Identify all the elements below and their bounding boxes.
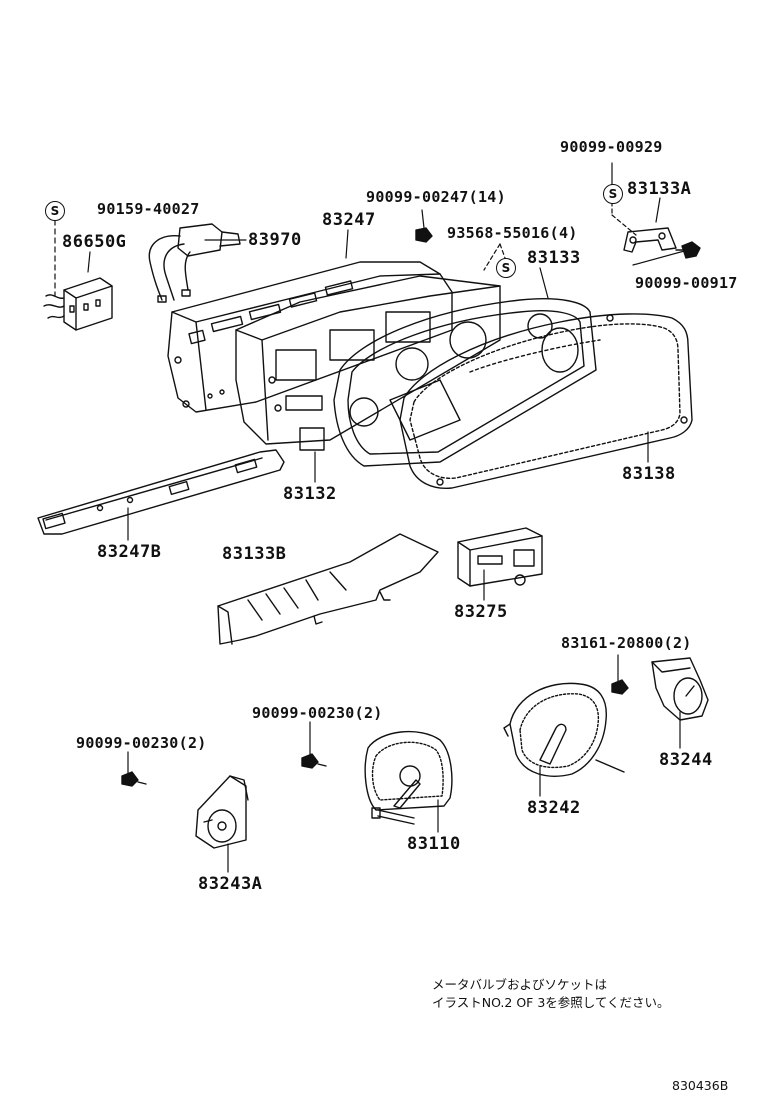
tachometer-83242	[503, 682, 625, 777]
label-83244: 83244	[659, 750, 713, 770]
screw-90099-00230-b	[121, 771, 147, 787]
screw-90099-00917	[675, 241, 701, 259]
label-90159-40027: 90159-40027	[97, 200, 200, 218]
s-mark-93568-55016: S	[496, 258, 516, 278]
label-90099-00230-upper: 90099-00230(2)	[252, 704, 383, 722]
speedometer-83110	[364, 730, 453, 825]
label-83133A: 83133A	[627, 179, 692, 199]
label-83138: 83138	[622, 464, 676, 484]
s-mark-90159-40027: S	[45, 201, 65, 221]
screw-90099-00247	[415, 227, 433, 243]
label-90099-00929: 90099-00929	[560, 138, 663, 156]
label-90099-00230-lower: 90099-00230(2)	[76, 734, 207, 752]
module-86650G	[43, 277, 113, 331]
harness-83970	[148, 223, 241, 303]
label-83242: 83242	[527, 798, 581, 818]
sheet-83133B	[217, 533, 439, 645]
label-83132: 83132	[283, 484, 337, 504]
strip-83247B	[37, 449, 285, 535]
note-line-1: メータバルブおよびソケットは	[432, 977, 608, 992]
frame-83132	[235, 275, 501, 451]
label-83161-20800: 83161-20800(2)	[561, 634, 692, 652]
label-90099-00247: 90099-00247(14)	[366, 188, 506, 206]
label-83133B: 83133B	[222, 544, 287, 564]
bulb-socket-note: メータバルブおよびソケットは イラストNO.2 OF 3を参照してください。	[432, 976, 670, 1012]
label-83247B: 83247B	[97, 542, 162, 562]
label-83275: 83275	[454, 602, 508, 622]
bracket-83275	[457, 527, 543, 587]
label-93568-55016: 93568-55016(4)	[447, 224, 578, 242]
bracket-83133A	[623, 227, 677, 253]
s-mark-90099-00929: S	[603, 184, 623, 204]
label-86650G: 86650G	[62, 232, 127, 252]
drawing-code: 830436B	[672, 1078, 729, 1093]
screw-90099-00230-a	[301, 753, 327, 769]
gauge-83244	[651, 657, 709, 721]
rear-case-83247	[167, 261, 453, 413]
label-83970: 83970	[248, 230, 302, 250]
label-90099-00917: 90099-00917	[635, 274, 738, 292]
label-83133: 83133	[527, 248, 581, 268]
label-83247: 83247	[322, 210, 376, 230]
face-plate-83133	[333, 298, 597, 467]
label-83110: 83110	[407, 834, 461, 854]
screw-83161	[611, 679, 629, 695]
leader-lines	[54, 162, 689, 873]
gauge-83243A	[195, 775, 249, 849]
label-83243A: 83243A	[198, 874, 263, 894]
lens-83138	[399, 313, 693, 489]
note-line-2: イラストNO.2 OF 3を参照してください。	[432, 995, 670, 1011]
